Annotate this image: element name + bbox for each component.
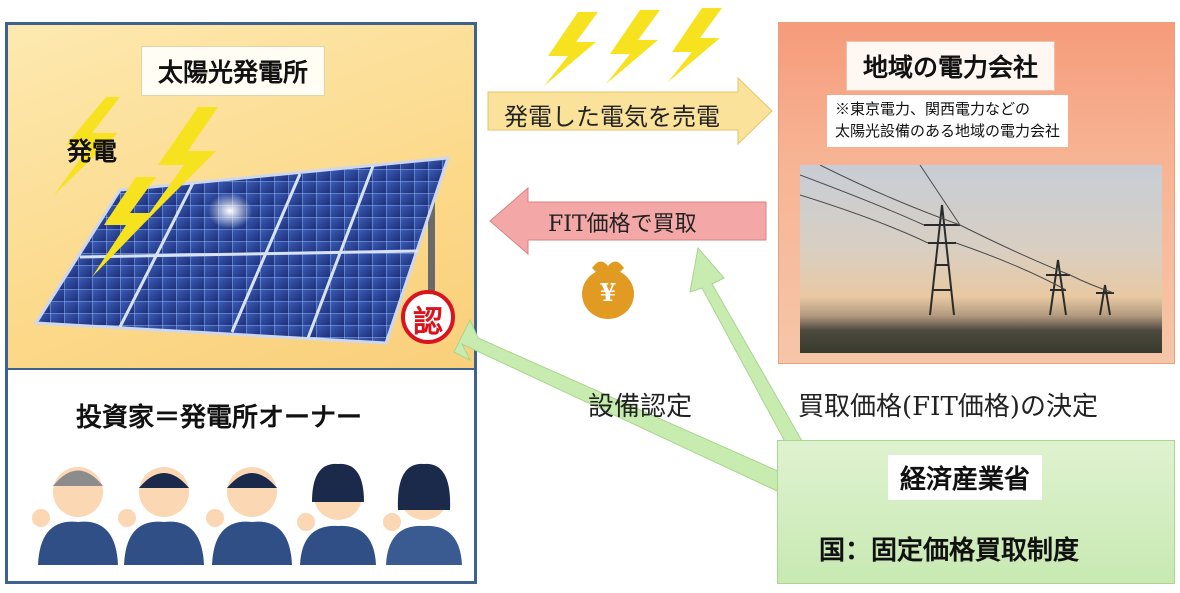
certification-stamp-icon [401,290,455,344]
utility-note-line1: ※東京電力、関西電力などの [835,100,1031,118]
person-icon [383,463,462,565]
utility-title: 地域の電力会社 [846,41,1056,91]
meti-title: 経済産業省 [888,455,1043,500]
fit-purchase-arrow [489,186,767,256]
money-bag-icon [582,261,634,319]
panel-support-pole [428,180,435,325]
sell-electricity-arrow [487,76,773,146]
price-decision-arrow [689,246,811,463]
transmission-tower-illustration [799,164,1115,316]
solar-panel-array [33,156,451,345]
lightning-bolt-icon [544,12,598,86]
person-icon [297,463,376,565]
lightning-bolt-icon [668,8,722,82]
price-decision-label: 買取価格(FIT価格)の決定 [798,392,1098,422]
solar-plant-area: 太陽光発電所 [8,25,474,370]
lightning-bolt-icon [606,10,660,84]
person-icon [206,467,292,565]
power-lines-photo [799,164,1162,353]
generation-label: 発電 [67,137,118,166]
investor-people-illustration [32,463,462,565]
lightning-bolt-icon [92,177,156,277]
solar-plant-panel: 太陽光発電所 [5,22,477,584]
solar-plant-title: 太陽光発電所 [141,46,326,96]
utility-note: ※東京電力、関西電力などの 太陽光設備のある地域の電力会社 [827,95,1069,147]
fit-purchase-label: FIT価格で買取 [548,212,697,237]
certification-arrow [453,318,799,498]
fit-system-label: 国：固定価格買取制度 [819,536,1080,566]
person-icon [32,467,118,565]
certification-stamp-text: 認 [413,305,443,340]
person-icon [118,467,204,565]
solar-panel-illustration [33,97,455,345]
owner-title: 投資家＝発電所オーナー [76,403,363,433]
utility-note-line2: 太陽光設備のある地域の電力会社 [835,121,1061,140]
sell-electricity-label: 発電した電気を売電 [504,103,720,131]
certification-label: 設備認定 [588,392,693,422]
sun-glare [208,193,252,229]
yen-symbol: ¥ [599,278,617,307]
